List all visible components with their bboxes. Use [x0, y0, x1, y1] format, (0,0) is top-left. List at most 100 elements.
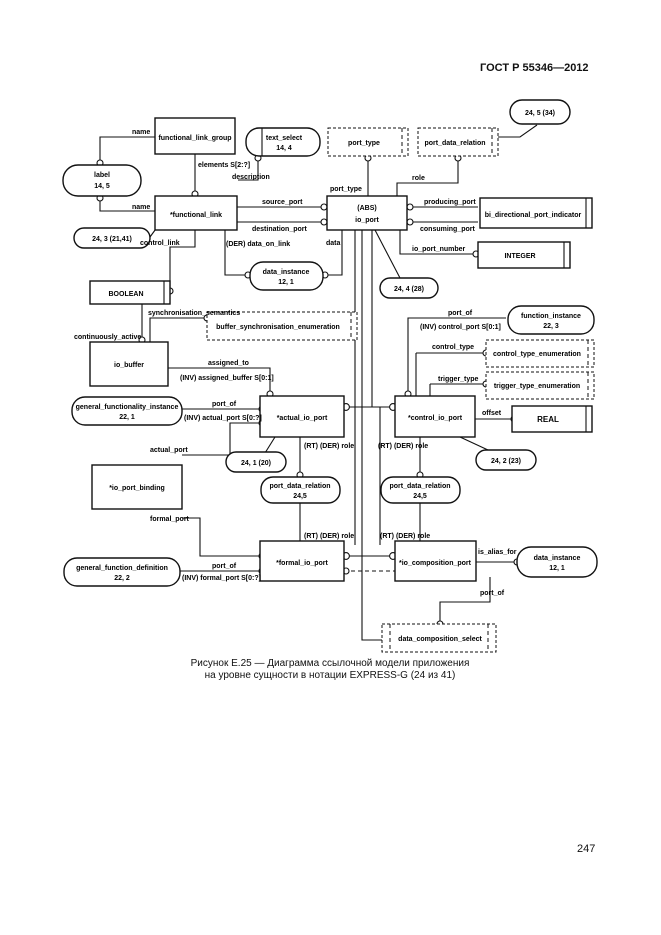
svg-text:24,5: 24,5 [293, 493, 307, 500]
ref-left: 24, 3 (21,41) [73, 227, 151, 249]
svg-text:elements S[2:?]: elements S[2:?] [198, 162, 250, 169]
svg-text:is_alias_for: is_alias_for [478, 549, 517, 556]
svg-text:*actual_io_port: *actual_io_port [277, 415, 328, 422]
entity-control-io-port: *control_io_port [394, 395, 476, 438]
ref-text-select: text_select 14, 4 [245, 127, 321, 157]
svg-text:text_select: text_select [266, 135, 303, 142]
connector-lines [99, 124, 538, 641]
entity-functional-link-group: functional_link_group [154, 117, 236, 155]
entity-io-port: (ABS) io_port [326, 195, 408, 231]
svg-text:port_of: port_of [212, 401, 237, 408]
svg-text:22, 3: 22, 3 [543, 323, 559, 330]
caption-line-1: Рисунок Е.25 — Диаграмма ссылочной модел… [190, 658, 470, 669]
svg-text:*io_composition_port: *io_composition_port [399, 560, 472, 567]
ref-data-instance-top: data_instance 12, 1 [249, 261, 324, 291]
svg-text:24, 4 (28): 24, 4 (28) [394, 286, 424, 293]
svg-text:data_instance: data_instance [534, 555, 581, 562]
svg-text:name: name [132, 204, 150, 211]
svg-text:name: name [132, 129, 150, 136]
svg-text:12, 1: 12, 1 [549, 565, 565, 572]
entity-formal-io-port: *formal_io_port [259, 540, 345, 582]
entity-actual-io-port: *actual_io_port [259, 395, 345, 438]
svg-text:port_data_relation: port_data_relation [269, 483, 330, 490]
caption-line-2: на уровне сущности в нотации EXPRESS-G (… [204, 670, 456, 681]
svg-text:general_functionality_instance: general_functionality_instance [76, 404, 179, 411]
svg-text:description: description [232, 174, 270, 181]
ref-control: 24, 2 (23) [475, 449, 537, 471]
svg-text:*functional_link: *functional_link [170, 212, 222, 219]
figure-caption: Рисунок Е.25 — Диаграмма ссылочной модел… [160, 658, 500, 682]
ref-actual: 24, 1 (20) [225, 451, 287, 473]
entity-io-composition-port: *io_composition_port [394, 540, 477, 582]
entity-bi-directional-port-indicator: bi_directional_port_indicator [479, 197, 593, 229]
svg-text:source_port: source_port [262, 199, 303, 206]
svg-text:22, 1: 22, 1 [119, 414, 135, 421]
svg-text:(ABS): (ABS) [357, 205, 376, 212]
svg-text:(INV) control_port S[0:1]: (INV) control_port S[0:1] [420, 324, 501, 331]
svg-text:producing_port: producing_port [424, 199, 476, 206]
svg-text:12, 1: 12, 1 [278, 279, 294, 286]
svg-text:buffer_synchronisation_enumera: buffer_synchronisation_enumeration [216, 324, 340, 331]
relation-labels: name name elements S[2:?] description so… [74, 129, 517, 597]
svg-text:consuming_port: consuming_port [420, 226, 476, 233]
svg-text:assigned_to: assigned_to [208, 360, 249, 367]
svg-text:INTEGER: INTEGER [504, 253, 535, 260]
type-port-type: port_type [327, 127, 409, 157]
svg-text:*control_io_port: *control_io_port [408, 415, 463, 422]
svg-text:trigger_type: trigger_type [438, 376, 479, 383]
ref-io-port: 24, 4 (28) [379, 277, 439, 299]
svg-text:offset: offset [482, 410, 502, 417]
svg-text:label: label [94, 172, 110, 179]
svg-text:trigger_type_enumeration: trigger_type_enumeration [494, 383, 580, 390]
ref-data-instance-right: data_instance 12, 1 [516, 546, 598, 578]
svg-text:(INV) actual_port S[0:?]: (INV) actual_port S[0:?] [184, 415, 262, 422]
entity-io-buffer: io_buffer [89, 341, 169, 387]
svg-text:functional_link_group: functional_link_group [158, 135, 231, 142]
svg-text:REAL: REAL [537, 415, 559, 424]
svg-text:(INV) formal_port S[0:?]: (INV) formal_port S[0:?] [182, 575, 261, 582]
svg-text:port_data_relation: port_data_relation [389, 483, 450, 490]
type-control-type-enumeration: control_type_enumeration [485, 339, 595, 368]
svg-text:function_instance: function_instance [521, 313, 581, 320]
ref-port-data-relation-2: port_data_relation 24,5 [380, 476, 461, 504]
svg-text:role: role [412, 175, 425, 182]
svg-text:24, 5 (34): 24, 5 (34) [525, 110, 555, 117]
type-trigger-type-enumeration: trigger_type_enumeration [485, 371, 595, 400]
svg-text:continuously_active: continuously_active [74, 334, 141, 341]
svg-text:port_type: port_type [348, 140, 380, 147]
svg-text:control_type: control_type [432, 344, 474, 351]
svg-text:actual_port: actual_port [150, 447, 188, 454]
ref-top-right: 24, 5 (34) [509, 99, 571, 125]
svg-text:port_of: port_of [212, 563, 237, 570]
svg-text:destination_port: destination_port [252, 226, 308, 233]
ref-general-functionality-instance: general_functionality_instance 22, 1 [71, 396, 183, 426]
svg-text:general_function_definition: general_function_definition [76, 565, 168, 572]
svg-text:data: data [326, 240, 341, 247]
svg-text:data_instance: data_instance [263, 269, 310, 276]
svg-text:data_composition_select: data_composition_select [398, 636, 482, 643]
svg-text:formal_port: formal_port [150, 516, 190, 523]
svg-text:control_link: control_link [140, 240, 180, 247]
page-header: ГОСТ Р 55346—2012 [480, 62, 589, 74]
type-data-composition-select: data_composition_select [381, 623, 497, 653]
ref-label: label 14, 5 [62, 164, 142, 197]
svg-text:bi_directional_port_indicator: bi_directional_port_indicator [485, 212, 582, 219]
svg-text:*formal_io_port: *formal_io_port [276, 560, 328, 567]
svg-text:(RT) (DER) role: (RT) (DER) role [380, 533, 430, 540]
svg-text:synchronisation_semantics: synchronisation_semantics [148, 310, 240, 317]
svg-text:io_port_number: io_port_number [412, 246, 466, 253]
svg-text:*io_port_binding: *io_port_binding [109, 485, 165, 492]
svg-text:22, 2: 22, 2 [114, 575, 130, 582]
type-buffer-synchronisation-enumeration: buffer_synchronisation_enumeration [206, 311, 358, 341]
svg-text:port_data_relation: port_data_relation [424, 140, 485, 147]
entity-functional-link: *functional_link [154, 195, 238, 231]
page-number: 247 [577, 843, 596, 855]
svg-text:port_of: port_of [448, 310, 473, 317]
simple-type-integer: INTEGER [477, 241, 571, 269]
ref-function-instance: function_instance 22, 3 [507, 305, 595, 335]
simple-type-boolean: BOOLEAN [89, 280, 171, 305]
svg-text:io_port: io_port [355, 217, 379, 224]
svg-text:port_type: port_type [330, 186, 362, 193]
svg-text:14, 5: 14, 5 [94, 183, 110, 190]
